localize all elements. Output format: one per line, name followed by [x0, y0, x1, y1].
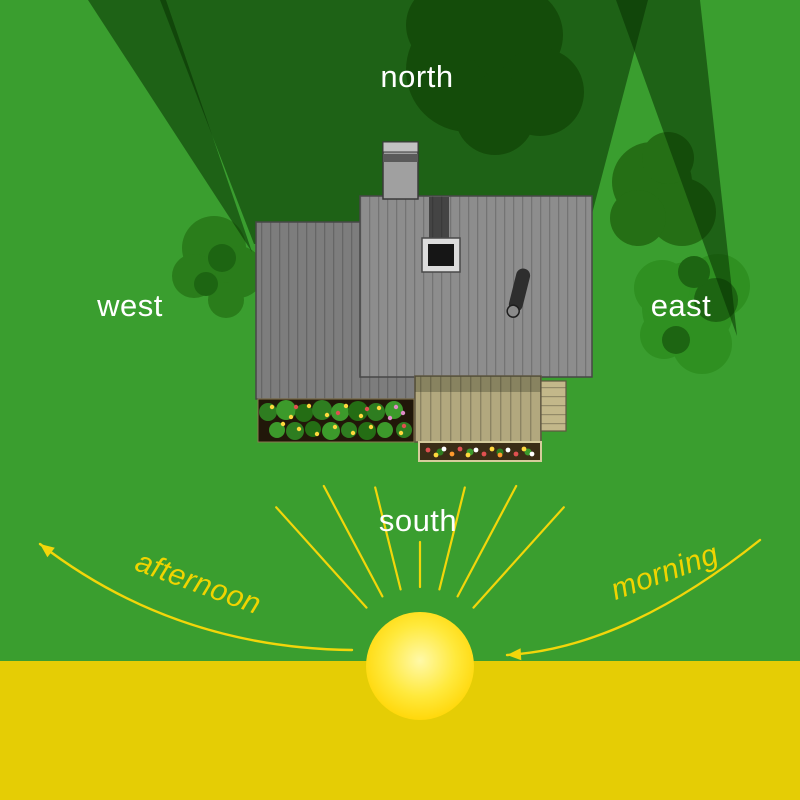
tree-east — [634, 254, 750, 374]
shadow-cone-main — [160, 0, 648, 244]
label-west: west — [96, 288, 163, 323]
direction-labels: north west east south — [96, 59, 711, 538]
morning-arrowhead — [507, 648, 522, 661]
deck-steps — [540, 380, 567, 432]
roof-vent — [506, 268, 531, 318]
afternoon-arrow — [38, 542, 354, 652]
label-east: east — [651, 288, 712, 323]
sun-rays — [275, 484, 565, 609]
chimney-shadow-strip — [429, 197, 449, 241]
sun — [366, 612, 474, 720]
shadow-cone-east — [616, 0, 737, 336]
sun-ray — [374, 486, 402, 591]
roof-main — [360, 196, 592, 377]
morning-arrow — [505, 538, 762, 661]
flower-box — [418, 441, 542, 462]
shadow-cone-west — [88, 0, 252, 252]
label-north: north — [380, 59, 453, 94]
sun-ray — [275, 506, 368, 609]
house — [255, 141, 593, 400]
sun-ray — [456, 484, 518, 598]
deck — [414, 375, 567, 443]
sun-ray — [472, 506, 565, 609]
afternoon-arrowhead — [40, 544, 55, 558]
label-south: south — [379, 503, 457, 538]
sun-ray — [438, 486, 466, 591]
garden-bed — [257, 398, 415, 443]
shadow-cones — [88, 0, 737, 336]
garden-flowers — [269, 403, 407, 437]
tree-west — [172, 216, 264, 318]
chimney — [382, 141, 419, 200]
sun-ray — [322, 484, 384, 598]
skylight — [421, 237, 461, 273]
